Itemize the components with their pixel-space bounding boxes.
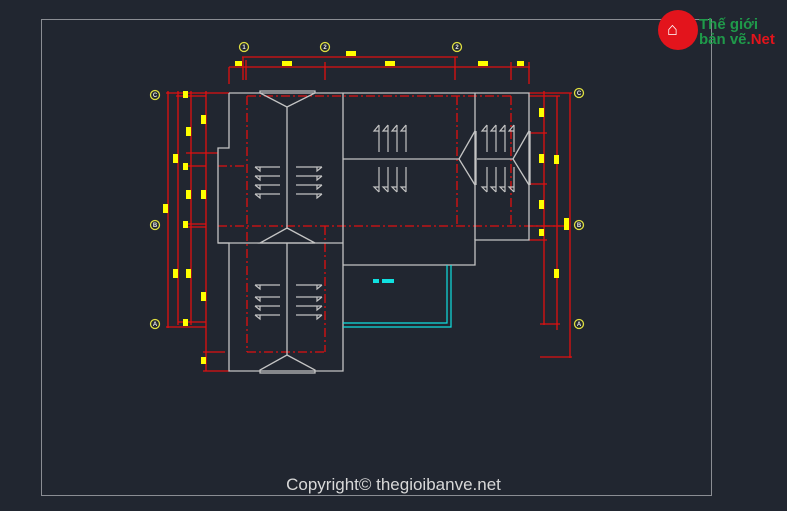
watermark-logo: ⌂ Thế giới bản vẽ.Net <box>658 10 783 50</box>
stair-arrows <box>254 124 515 320</box>
grid-label-top-2: 2 <box>323 45 327 51</box>
grid-label-left-b: B <box>153 223 158 229</box>
dimension-text-blocks <box>163 51 569 364</box>
grid-label-right-b: B <box>577 223 582 229</box>
grid-label-right-a: A <box>577 322 582 328</box>
copyright-text: Copyright© thegioibanve.net <box>286 475 501 494</box>
logo-line1: Thế giới <box>699 16 758 33</box>
cyan-text-block <box>382 279 394 283</box>
cyan-outline <box>343 265 452 328</box>
house-icon: ⌂ <box>667 19 678 39</box>
grid-label-left-c: C <box>153 93 158 99</box>
sheet-frame <box>41 19 712 496</box>
grid-label-top-1: 1 <box>242 45 246 51</box>
building-walls <box>217 90 531 374</box>
grid-label-left-a: A <box>153 322 158 328</box>
cyan-text-block <box>373 279 379 283</box>
axis-lines <box>218 95 570 353</box>
grid-label-right-c: C <box>577 91 582 97</box>
grid-bubbles <box>149 41 585 330</box>
logo-net-text: Net <box>750 31 775 48</box>
logo-line2: bản vẽ.Net <box>699 32 775 47</box>
grid-label-top-3: 2 <box>455 45 459 51</box>
logo-circle: ⌂ <box>658 10 698 50</box>
logo-line2-text: bản vẽ. <box>699 31 751 48</box>
